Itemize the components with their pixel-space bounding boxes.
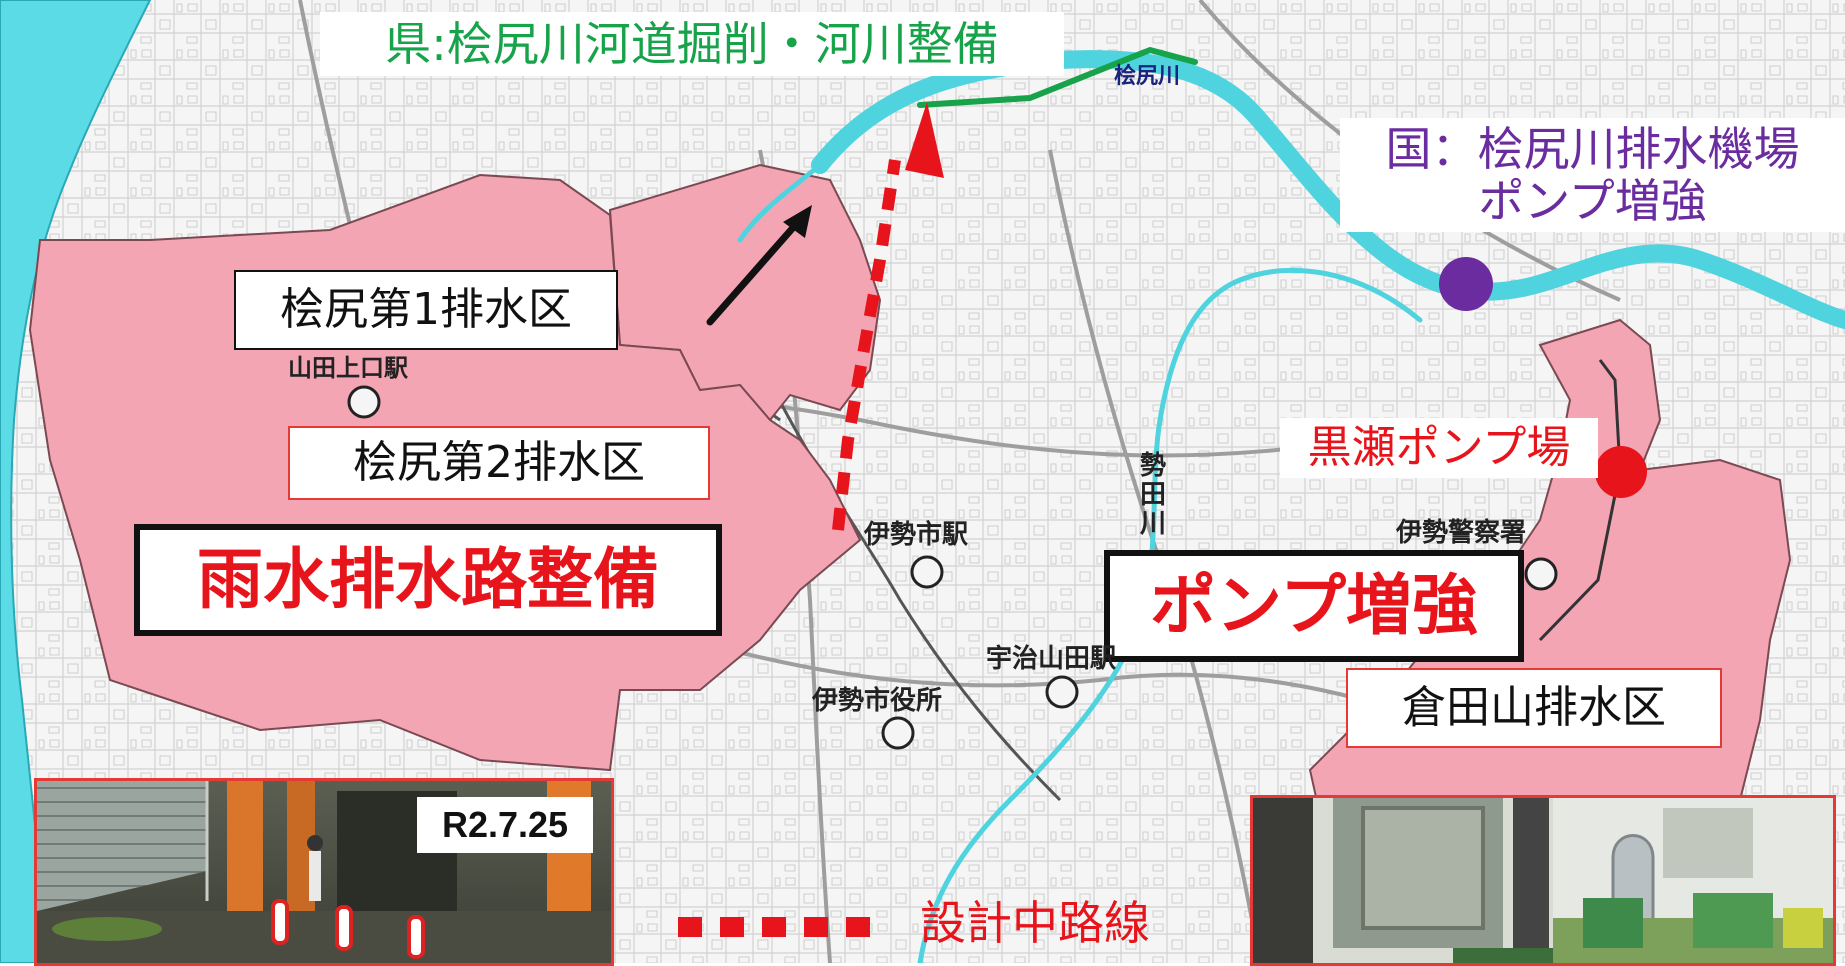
- district-1-arrow-head: [783, 205, 812, 238]
- district-kurata-label: 倉田山排水区: [1346, 668, 1722, 748]
- place-ise-station: 伊勢市駅: [864, 520, 969, 550]
- marker-police: [1524, 557, 1558, 591]
- katsuda-river: [917, 267, 1423, 963]
- station-marker-uji-yamada: [1045, 675, 1079, 709]
- planned-route-line: [832, 159, 901, 531]
- station-marker-ise: [910, 555, 944, 589]
- pump-photo-scene: [1253, 798, 1833, 963]
- district-hijiri-1-label: 桧尻第1排水区: [234, 270, 618, 350]
- kurose-pump-dot: [1595, 446, 1647, 498]
- station-marker-yamada-kamiguchi: [347, 385, 381, 419]
- place-police-station: 伊勢警察署: [1396, 518, 1527, 548]
- district-1-arrow-shaft: [706, 218, 802, 326]
- place-uji-yamada-station: 宇治山田駅: [986, 644, 1117, 674]
- prefecture-work-title: 県:桧尻川河道掘削・河川整備: [320, 12, 1064, 76]
- hijiri-river-lower: [737, 162, 823, 243]
- place-city-hall: 伊勢市役所: [812, 686, 943, 716]
- place-yamada-kamiguchi: 山田上口駅: [288, 354, 408, 382]
- pump-photo: [1250, 795, 1836, 966]
- legend-planned-route-text: 設計中路線: [920, 896, 1150, 950]
- flood-photo-date: R2.7.25: [417, 797, 593, 853]
- district-hijiri-2-label: 桧尻第2排水区: [288, 426, 710, 500]
- rainwater-drainage-work-label: 雨水排水路整備: [134, 524, 722, 636]
- legend-dashes: [678, 917, 870, 937]
- flood-photo: R2.7.25: [34, 778, 614, 966]
- planned-route-arrowhead: [905, 102, 944, 178]
- prefecture-river-work-line: [917, 47, 1198, 108]
- sea-area: [0, 0, 152, 963]
- national-pump-line1: 国：桧尻川排水機場: [1385, 122, 1800, 176]
- river-label-hijiri: 桧尻川: [1114, 64, 1181, 89]
- river-label-katsuda: 勢田川: [1139, 451, 1166, 540]
- kurose-pump-station-label: 黒瀬ポンプ場: [1280, 418, 1598, 478]
- national-pump-label: 国：桧尻川排水機場 ポンプ増強: [1340, 118, 1845, 232]
- national-pump-line2: ポンプ増強: [1478, 174, 1707, 228]
- national-pump-dot: [1439, 257, 1493, 311]
- pump-enhancement-label: ポンプ増強: [1104, 550, 1524, 662]
- marker-city-hall: [881, 716, 915, 750]
